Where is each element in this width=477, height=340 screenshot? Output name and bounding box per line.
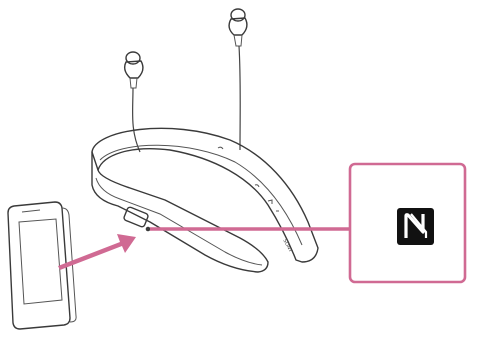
nfc-mark-callout <box>350 164 465 282</box>
right-earbud <box>229 9 247 46</box>
nfc-sensor-dot <box>146 227 151 232</box>
left-earbud <box>125 52 143 88</box>
right-earbud-cable <box>239 46 240 150</box>
nfc-n-mark-icon <box>397 208 434 245</box>
left-earbud-cable <box>133 88 140 152</box>
arrow-right-icon <box>58 234 136 270</box>
tap-arrow <box>58 234 136 270</box>
